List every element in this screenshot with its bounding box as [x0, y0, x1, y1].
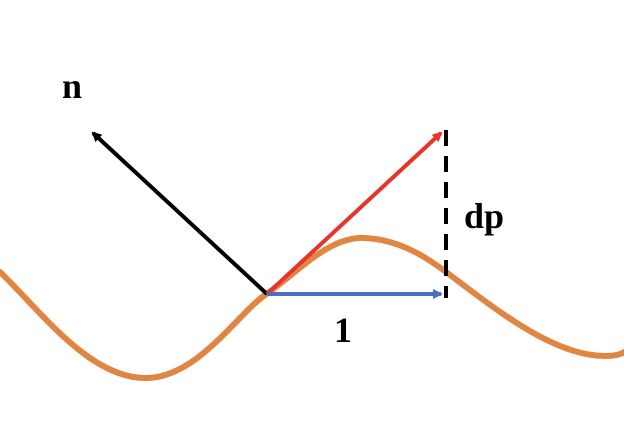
tangent-vector-arrow	[265, 131, 443, 296]
normal-vector-arrow	[91, 131, 269, 296]
normal-label: n	[62, 66, 82, 106]
height-diff-label: dp	[464, 196, 504, 236]
surface-curve	[0, 234, 624, 382]
unit-step-label: 1	[334, 310, 352, 350]
